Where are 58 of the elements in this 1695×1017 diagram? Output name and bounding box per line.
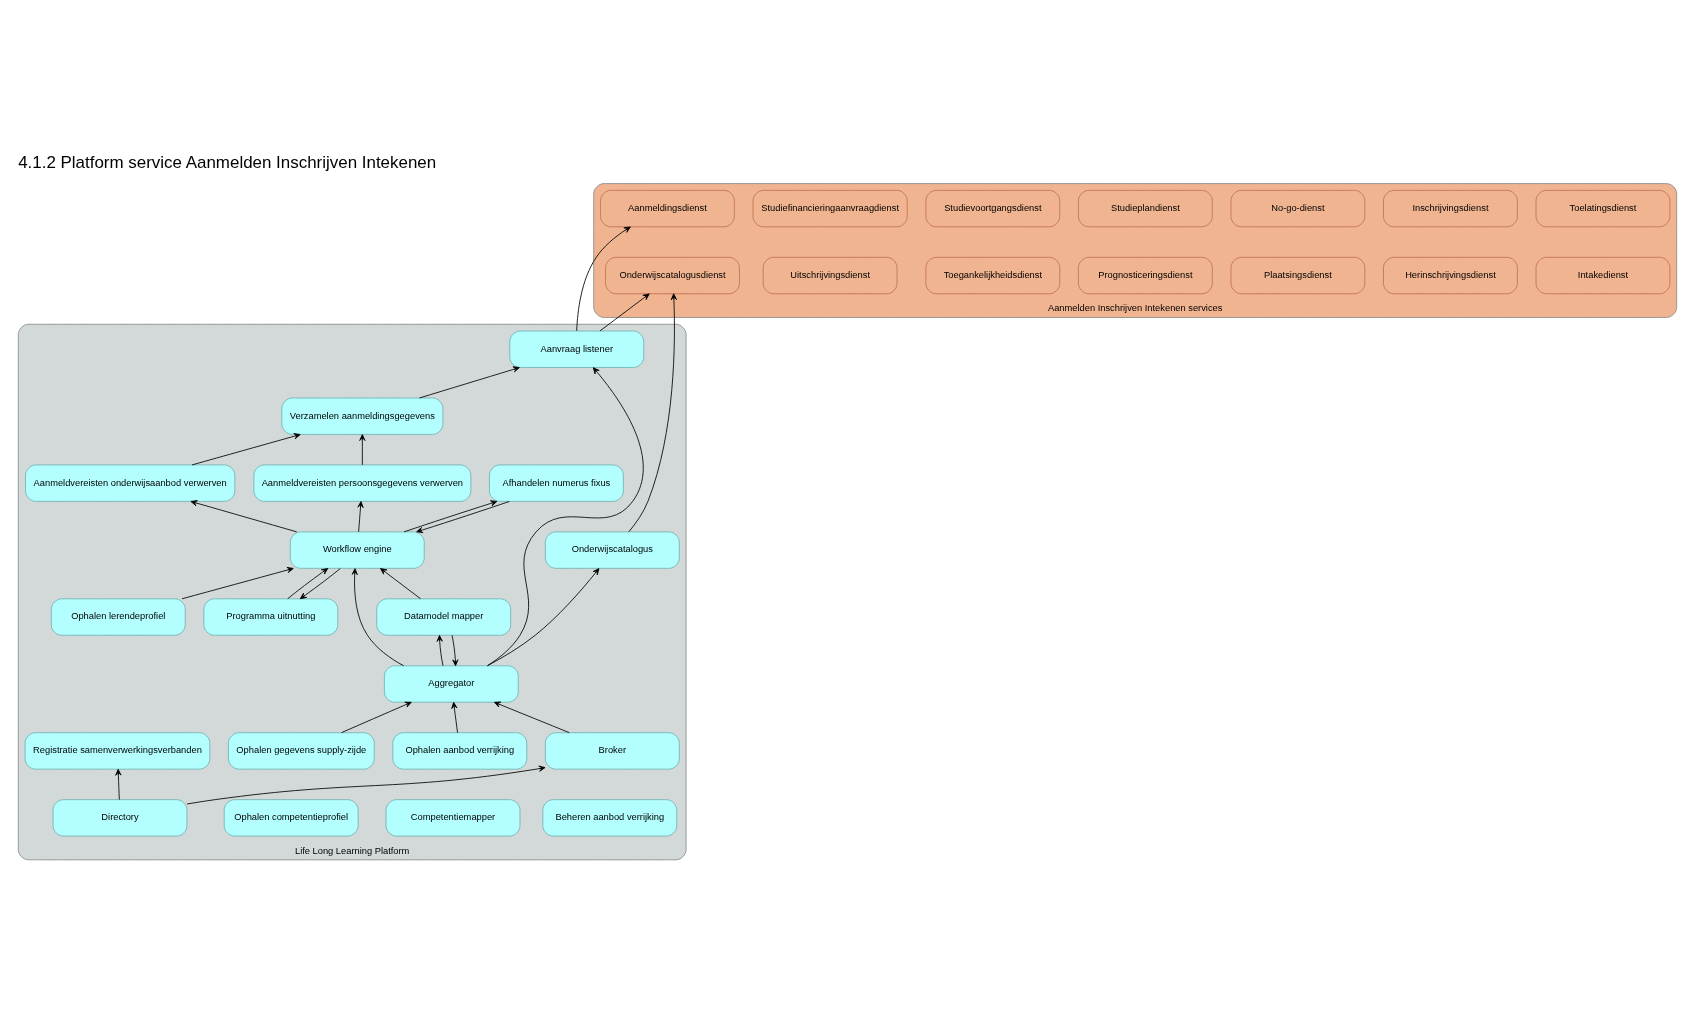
node-box: Studiefinancieringaanvraagdienst <box>752 189 908 227</box>
node-box: Aanvraag listener <box>509 330 645 368</box>
node-box: Competentiemapper <box>385 798 521 837</box>
arrow <box>359 433 366 465</box>
node-box: Verzamelen aanmeldingsgegevens <box>281 397 444 435</box>
arrow <box>403 499 498 532</box>
node-box: Onderwijscatalogus <box>544 530 680 569</box>
node-box: Datamodel mapper <box>376 597 512 636</box>
arrow <box>191 432 301 465</box>
node-box: Programma uitnutting <box>203 597 339 636</box>
node-box: Plaatsingsdienst <box>1230 256 1366 294</box>
arrow <box>576 226 631 331</box>
arrow <box>115 768 122 800</box>
node-box: Ophalen aanbod verrijking <box>392 731 528 770</box>
node-box: Ophalen lerendeprofiel <box>50 597 186 636</box>
node-box: Herinschrijvingsdienst <box>1383 256 1518 294</box>
node-box: Aggregator <box>383 664 519 703</box>
node-box: Intakedienst <box>1535 256 1671 294</box>
node-box: Toegankelijkheidsdienst <box>925 256 1061 294</box>
node-box: Studieplandienst <box>1078 189 1213 227</box>
node-box: Ophalen competentieprofiel <box>223 798 359 837</box>
node-box: Studievoortgangsdienst <box>925 189 1061 227</box>
node-box: Aanmeldingsdienst <box>600 189 735 227</box>
node-box: Onderwijscatalogusdienst <box>605 256 740 294</box>
arrow <box>451 634 459 666</box>
node-box: Aanmeldvereisten onderwijsaanbod verwerven <box>25 464 236 502</box>
arrow <box>357 500 364 532</box>
arrow <box>493 701 570 733</box>
node-box: Prognosticeringsdienst <box>1078 256 1213 294</box>
arrow <box>380 567 421 599</box>
node-box: No-go-dienst <box>1230 189 1366 227</box>
arrow <box>436 634 444 666</box>
node-box: Inschrijvingsdienst <box>1383 189 1518 227</box>
arrow <box>419 365 520 398</box>
diagram-title: 4.1.2 Platform service Aanmelden Inschrijven Intekenen <box>18 152 437 172</box>
node-box: Broker <box>544 731 680 770</box>
arrow <box>186 765 546 804</box>
arrow <box>487 567 600 666</box>
node-box: Afhandelen numerus fixus <box>489 464 624 502</box>
arrow <box>599 293 650 331</box>
arrow <box>341 701 412 733</box>
node-box: Toelatingsdienst <box>1535 189 1671 227</box>
arrow <box>416 500 510 533</box>
node-box: Workflow engine <box>289 530 425 569</box>
node-box: Ophalen gegevens supply-zijde <box>228 731 375 770</box>
node-box: Directory <box>52 798 188 837</box>
arrow <box>487 366 644 666</box>
arrow <box>451 701 458 733</box>
node-box: Uitschrijvingsdienst <box>762 256 898 294</box>
arrow <box>628 292 677 532</box>
arrow <box>287 567 329 599</box>
node-box: Registratie samenverwerkingsverbanden <box>24 731 211 770</box>
node-box: Beheren aanbod verrijking <box>542 798 678 837</box>
arrow <box>299 567 341 599</box>
arrow <box>190 499 298 532</box>
arrow <box>351 567 404 666</box>
arrow <box>181 566 294 599</box>
node-box: Aanmeldvereisten persoonsgegevens verwerven <box>253 464 472 502</box>
